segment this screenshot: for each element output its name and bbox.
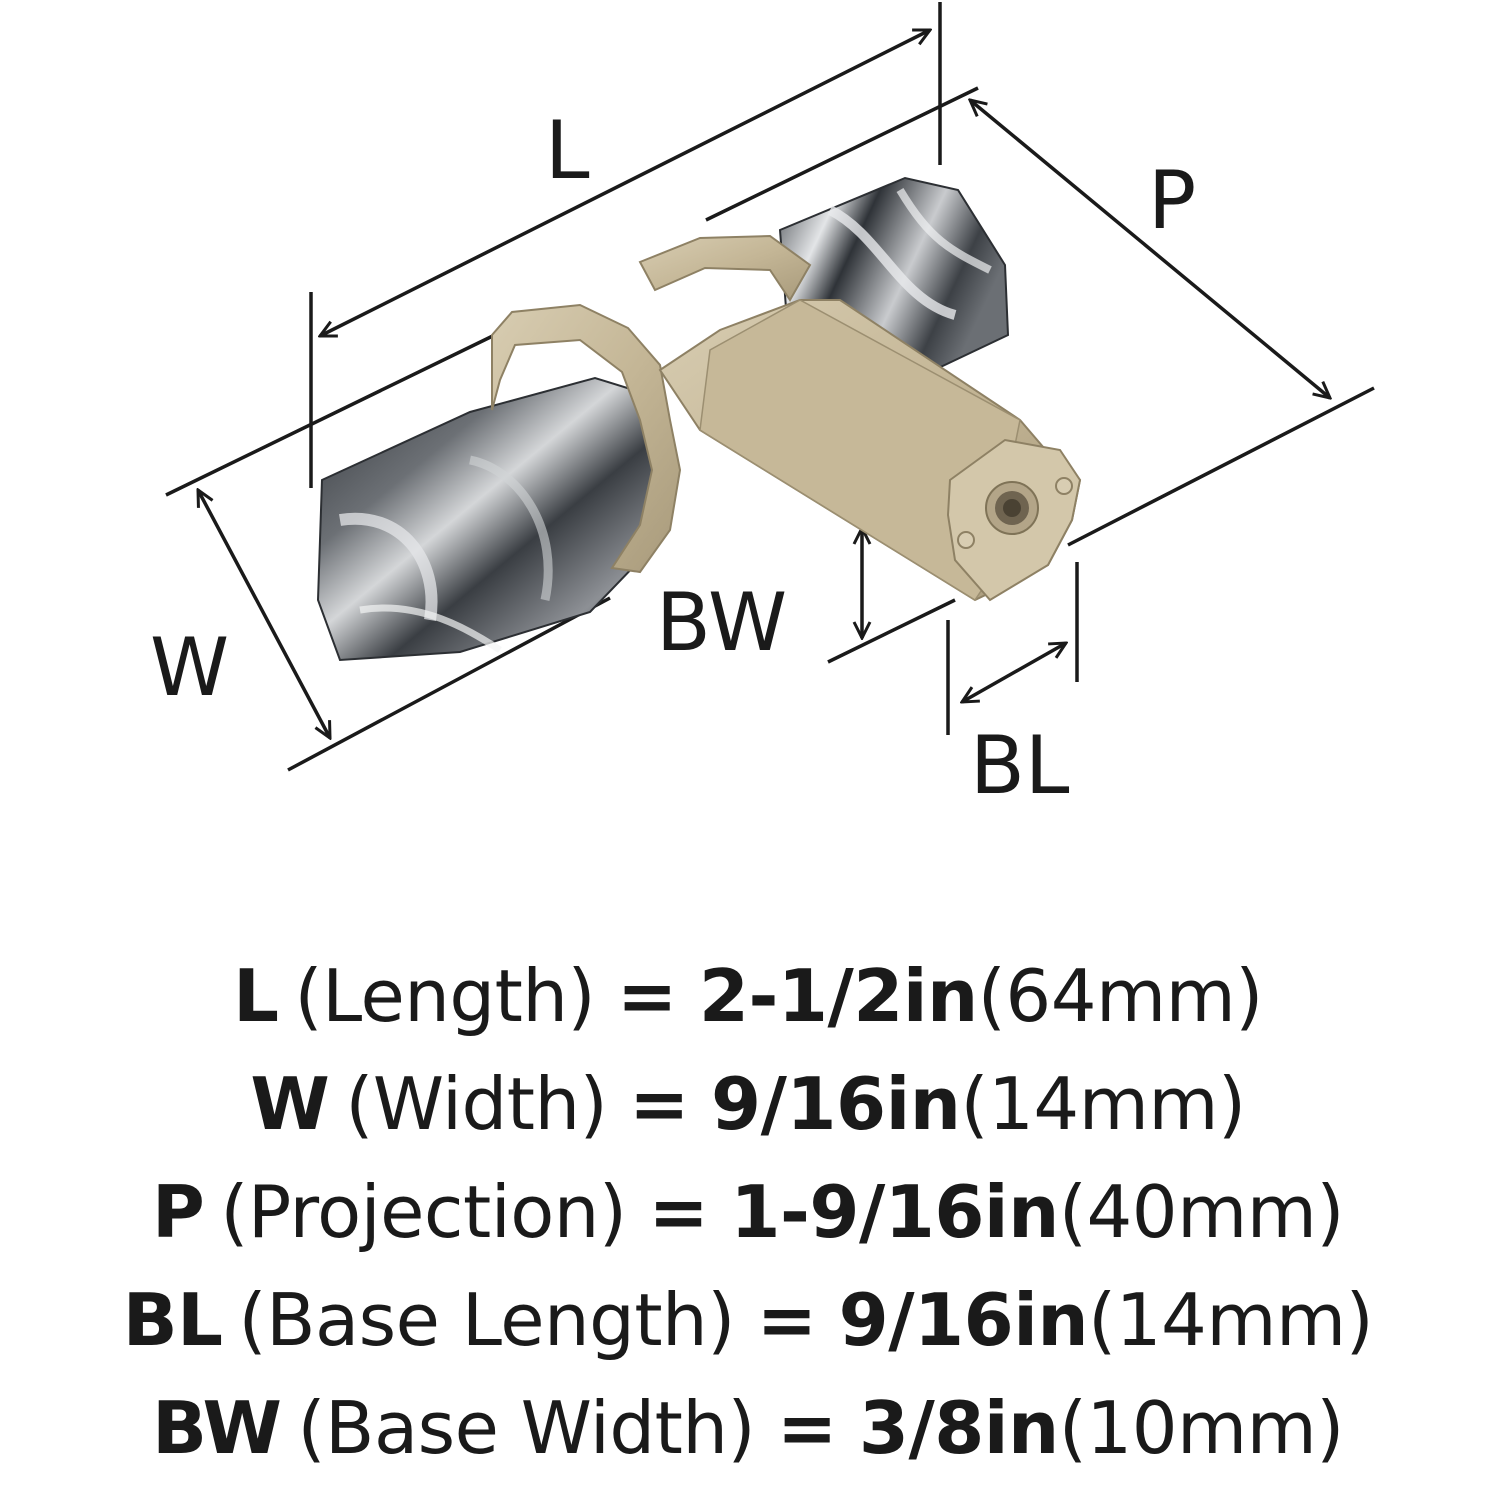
width-arrow	[198, 490, 330, 738]
spec-metric: (14mm)	[960, 1062, 1247, 1146]
spec-base-length: BL(Base Length)=9/16in(14mm)	[122, 1266, 1374, 1374]
specifications-list: L(Length)=2-1/2in(64mm) W(Width)=9/16in(…	[0, 942, 1496, 1482]
t-knob-product-image	[316, 176, 1082, 662]
label-length: L	[545, 104, 590, 197]
spec-name: (Base Width)	[297, 1386, 756, 1470]
spec-equals: =	[617, 954, 677, 1038]
spec-projection: P(Projection)=1-9/16in(40mm)	[152, 1158, 1344, 1266]
spec-metric: (40mm)	[1058, 1170, 1345, 1254]
spec-code: L	[233, 954, 279, 1038]
spec-imperial: 2-1/2in	[698, 954, 978, 1038]
spec-code: W	[250, 1062, 330, 1146]
label-projection: P	[1148, 154, 1196, 247]
spec-name: (Length)	[294, 954, 596, 1038]
spec-length: L(Length)=2-1/2in(64mm)	[233, 942, 1263, 1050]
base-length-arrow	[962, 643, 1066, 702]
spec-imperial: 1-9/16in	[730, 1170, 1059, 1254]
spec-imperial: 9/16in	[838, 1278, 1089, 1362]
label-width: W	[150, 621, 229, 714]
spec-name: (Base Length)	[238, 1278, 736, 1362]
dimension-diagram: L P W BW BL	[150, 2, 1375, 812]
spec-width: W(Width)= 9/16in(14mm)	[250, 1050, 1247, 1158]
spec-code: P	[152, 1170, 205, 1254]
spec-name: (Projection)	[220, 1170, 627, 1254]
spec-equals: =	[629, 1062, 689, 1146]
spec-imperial: 9/16in	[711, 1062, 961, 1146]
spec-metric: (64mm)	[977, 954, 1264, 1038]
spec-base-width: BW(Base Width)=3/8in(10mm)	[152, 1374, 1344, 1482]
spec-equals: =	[777, 1386, 837, 1470]
spec-imperial: 3/8in	[858, 1386, 1059, 1470]
dimension-arrows	[198, 28, 1330, 738]
label-base-width: BW	[656, 576, 787, 669]
spec-code: BL	[122, 1278, 223, 1362]
spec-name: (Width)	[345, 1062, 608, 1146]
spec-metric: (10mm)	[1058, 1386, 1345, 1470]
spec-code: BW	[152, 1386, 282, 1470]
label-base-length: BL	[970, 719, 1070, 812]
spec-equals: =	[756, 1278, 817, 1362]
spec-equals: =	[648, 1170, 709, 1254]
length-arrow	[320, 28, 930, 338]
projection-arrow	[970, 100, 1330, 398]
spec-metric: (14mm)	[1088, 1278, 1374, 1362]
